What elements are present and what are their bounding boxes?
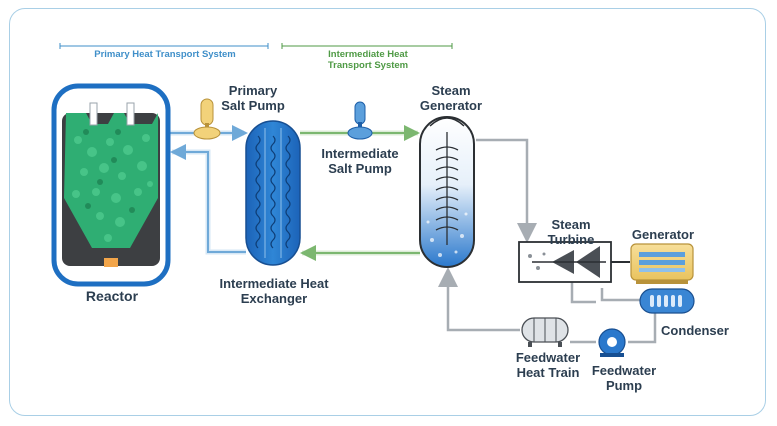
primary-salt-pump-label: Primary Salt Pump [221,83,285,113]
feedwater-pump [598,328,626,357]
reactor [51,83,171,287]
heat-exchanger-label: Intermediate Heat Exchanger [219,276,329,306]
steam-generator [419,116,475,268]
water-steam-piping [438,138,657,344]
intermediate-system-bracket [281,43,453,49]
steam-turbine-label: Steam Turbine [547,217,595,247]
intermediate-heat-exchanger [245,120,301,266]
steam-turbine [518,241,630,283]
reactor-label: Reactor [85,288,139,304]
feedwater-heat-train [521,317,569,347]
generator-label: Generator [631,227,695,242]
feedwater-heat-train-label: Feedwater Heat Train [515,350,581,380]
generator [630,243,694,284]
intermediate-system-label: Intermediate Heat Transport System [327,49,409,71]
feedwater-pump-label: Feedwater Pump [591,363,657,393]
diagram-frame [9,8,766,416]
primary-system-label: Primary Heat Transport System [94,49,236,60]
intermediate-salt-pump-label: Intermediate Salt Pump [321,146,399,176]
intermediate-salt-pump [347,101,373,140]
primary-system-bracket [59,43,269,49]
steam-generator-label: Steam Generator [419,83,483,113]
condenser-label: Condenser [661,323,729,338]
condenser [639,288,695,314]
primary-salt-pump [193,98,221,140]
primary-loop-piping [170,125,248,255]
